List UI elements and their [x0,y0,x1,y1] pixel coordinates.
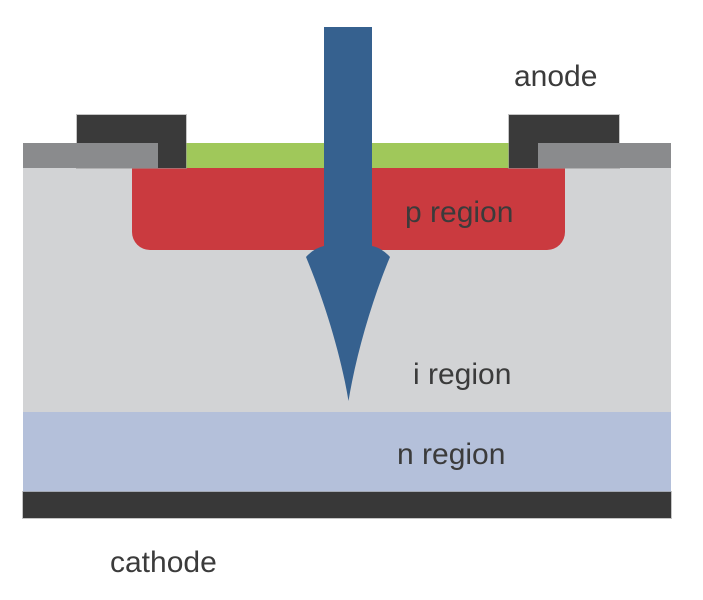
p-region-label: p region [405,196,514,229]
anode-label: anode [514,60,598,93]
n-region-label: n region [397,438,506,471]
coating-layer [158,143,538,168]
i-region-label: i region [413,358,512,391]
surface-metal-strip-left [23,143,158,168]
cathode-label: cathode [110,546,217,579]
cathode-contact-layer [23,492,671,518]
n-region-layer [23,412,671,492]
surface-metal-strip-right [538,143,671,168]
